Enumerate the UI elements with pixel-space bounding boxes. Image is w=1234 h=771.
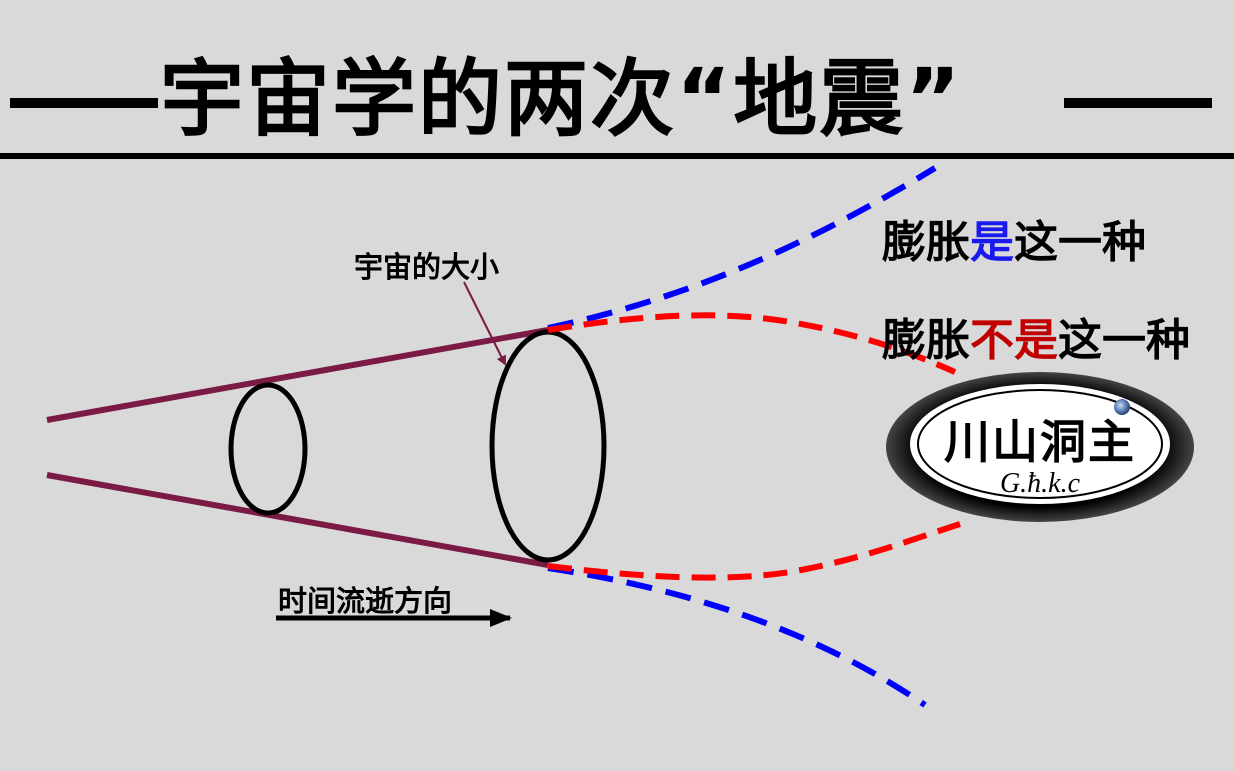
watermark-logo: 川山洞主 G.ħ.k.c: [886, 372, 1194, 522]
cone-upper-line: [46, 327, 549, 423]
logo-badge: [886, 372, 1194, 522]
legend-1-suffix: 这一种: [1014, 217, 1146, 268]
legend-1-highlight: 是: [970, 217, 1014, 268]
legend-decelerating: 膨胀不是这一种: [882, 304, 1190, 368]
red-dashed-lower: [547, 521, 961, 581]
title-underline: [0, 153, 1234, 159]
legend-2-prefix: 膨胀: [882, 315, 970, 366]
universe-size-label: 宇宙的大小: [354, 250, 500, 284]
title-right-dash: [1064, 98, 1212, 108]
legend-2-suffix: 这一种: [1058, 315, 1190, 366]
title-left-dash: [10, 98, 158, 108]
small-ellipse: [228, 382, 308, 516]
blue-dashed-upper: [547, 165, 937, 331]
blue-dashed-lower: [547, 565, 927, 708]
size-pointer-arrow: [463, 281, 506, 366]
time-direction-label: 时间流逝方向: [278, 584, 453, 618]
red-dashed-upper: [547, 312, 957, 375]
legend-2-highlight: 不是: [970, 315, 1058, 366]
cone-lower-line: [46, 472, 549, 568]
logo-main-text: 川山洞主: [944, 415, 1136, 469]
large-ellipse: [489, 329, 607, 563]
legend-accelerating: 膨胀是这一种: [882, 206, 1146, 270]
legend-1-prefix: 膨胀: [882, 217, 970, 268]
earth-globe-icon: [1114, 399, 1130, 415]
page-title: 宇宙学的两次“地震”: [160, 50, 963, 148]
logo-sub-text: G.ħ.k.c: [999, 468, 1081, 499]
